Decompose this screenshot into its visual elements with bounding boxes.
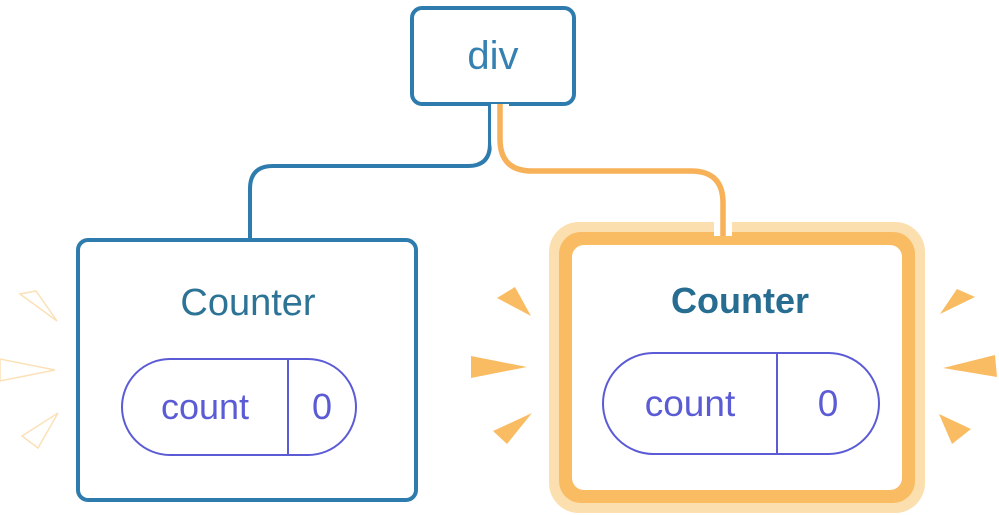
- spark-wedge: [471, 356, 527, 378]
- counter-title-left: Counter: [180, 282, 316, 324]
- state-value: 0: [311, 386, 333, 427]
- spark-wedge: [940, 289, 975, 314]
- spark-wedge: [939, 414, 971, 444]
- spark-wedge: [943, 355, 997, 377]
- state-pill-right: count 0: [602, 352, 880, 455]
- wire-to-right-counter: [497, 104, 726, 236]
- spark-wedge: [18, 290, 58, 322]
- spark-burst-left-counter: [0, 290, 59, 450]
- spark-wedge: [497, 287, 531, 316]
- wire-to-left-counter: [248, 104, 492, 240]
- spark-burst-right-counter-left: [471, 287, 532, 444]
- spark-wedge: [493, 413, 532, 444]
- state-key-label: count: [123, 360, 289, 454]
- state-pill-left: count 0: [121, 358, 357, 456]
- state-key-label: count: [604, 354, 778, 453]
- spark-wedge: [0, 358, 56, 382]
- node-div-label: div: [467, 33, 519, 78]
- spark-burst-right-counter-right: [939, 289, 997, 444]
- state-value: 0: [817, 382, 839, 424]
- counter-title-right: Counter: [671, 280, 809, 321]
- spark-wedge: [20, 412, 59, 450]
- wire-to-right-counter-casing: [491, 104, 732, 236]
- node-div: div: [410, 6, 576, 106]
